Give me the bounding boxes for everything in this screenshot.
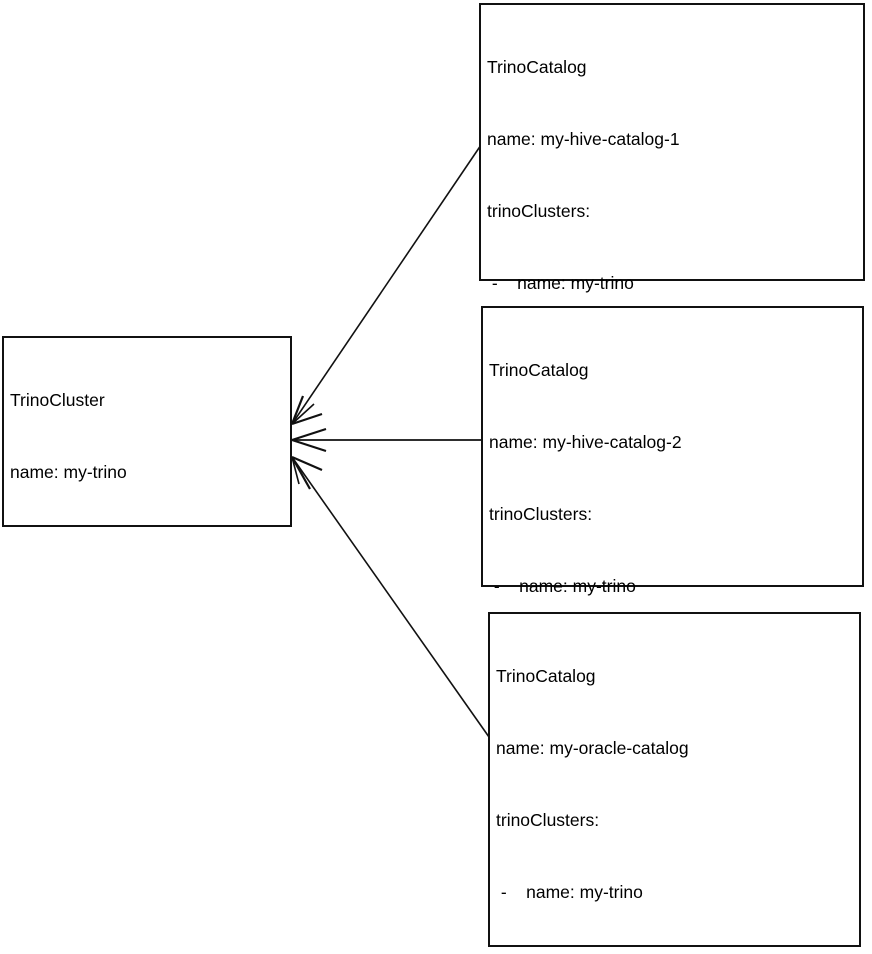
node-line: TrinoCatalog bbox=[496, 666, 596, 686]
node-line: trinoClusters: bbox=[489, 504, 593, 524]
edge-catalog1-to-cluster bbox=[290, 144, 482, 426]
node-trino-catalog-3[interactable]: TrinoCatalog name: my-oracle-catalog tri… bbox=[488, 612, 861, 947]
node-line: name: my-hive-catalog-1 bbox=[487, 129, 680, 149]
node-line: TrinoCatalog bbox=[487, 57, 587, 77]
node-trino-catalog-1[interactable]: TrinoCatalog name: my-hive-catalog-1 tri… bbox=[479, 3, 865, 653]
node-line: trinoClusters: bbox=[496, 810, 600, 830]
node-trino-catalog-2[interactable]: TrinoCatalog name: my-hive-catalog-2 tri… bbox=[481, 306, 864, 884]
node-line: - name: my-trino bbox=[487, 273, 634, 293]
node-trino-cluster-text: TrinoCluster name: my-trino bbox=[10, 340, 288, 532]
node-line: name: my-trino bbox=[10, 462, 127, 482]
node-line: name: my-hive-catalog-2 bbox=[489, 432, 682, 452]
node-trino-catalog-3-text: TrinoCatalog name: my-oracle-catalog tri… bbox=[496, 616, 857, 954]
node-line: TrinoCatalog bbox=[489, 360, 589, 380]
node-trino-cluster[interactable]: TrinoCluster name: my-trino bbox=[2, 336, 292, 527]
edge-catalog3-to-cluster bbox=[291, 455, 490, 738]
node-line: trinoClusters: bbox=[487, 201, 591, 221]
node-line: TrinoCluster bbox=[10, 390, 105, 410]
edge-catalog2-to-cluster bbox=[291, 427, 483, 453]
node-line: - name: my-trino bbox=[496, 882, 643, 902]
node-line: name: my-oracle-catalog bbox=[496, 738, 689, 758]
node-line: - name: my-trino bbox=[489, 576, 636, 596]
